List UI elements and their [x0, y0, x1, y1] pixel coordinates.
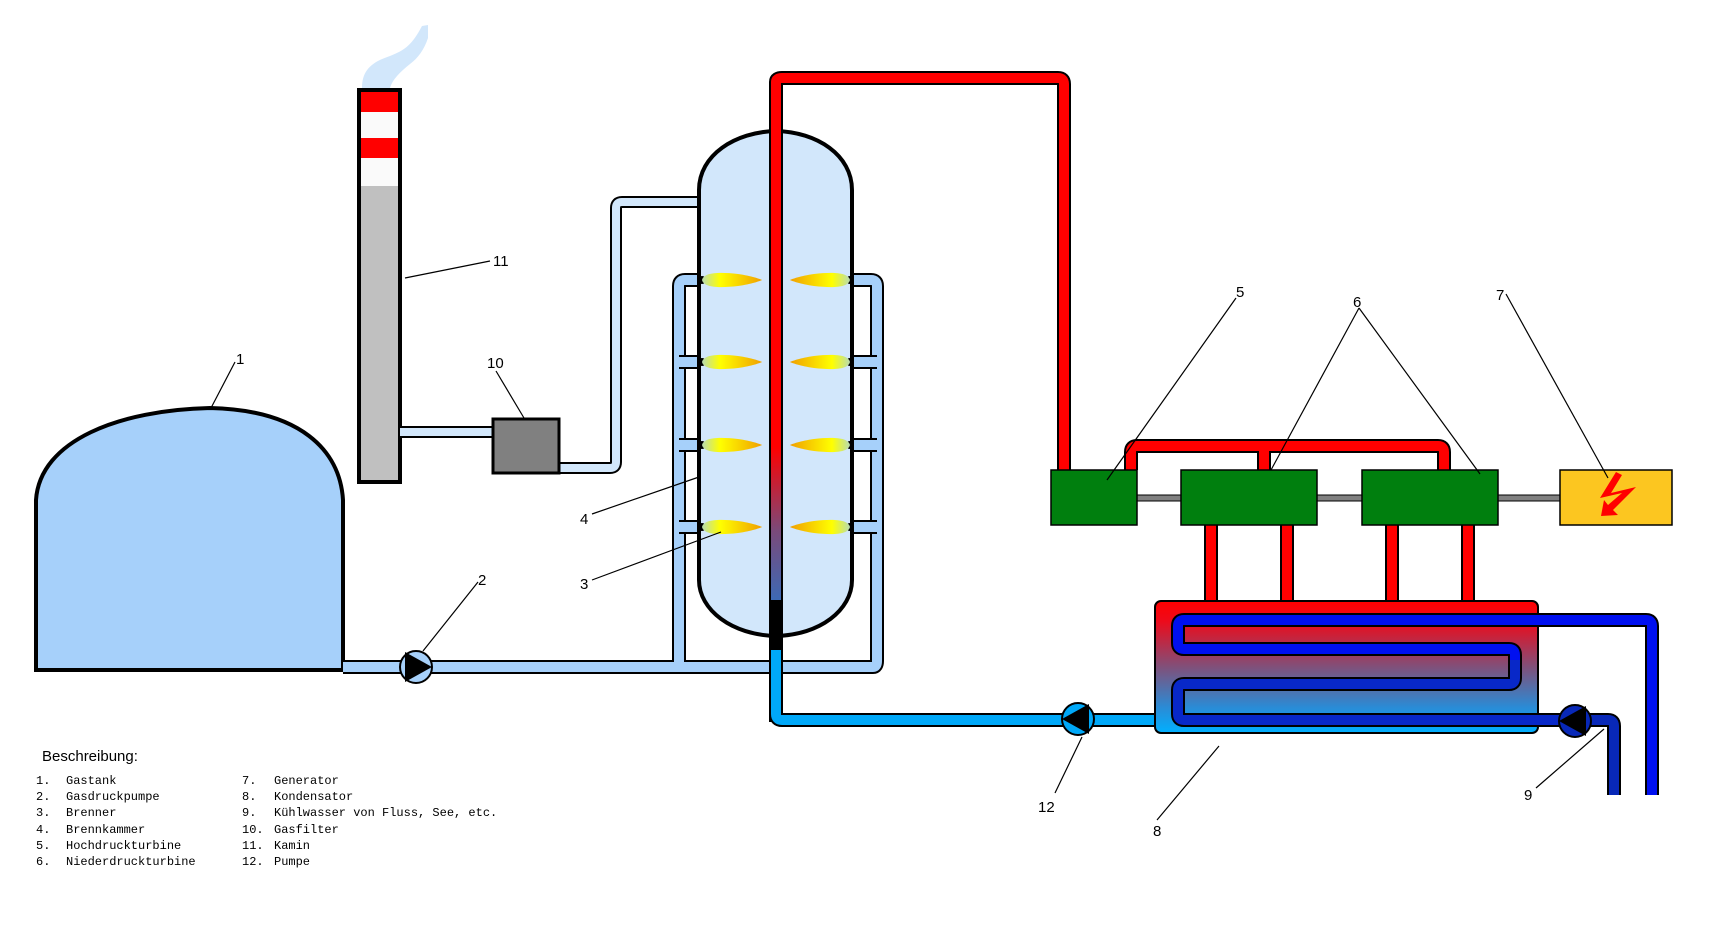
legend-item-label: Kühlwasser von Fluss, See, etc.	[274, 806, 498, 821]
gas-feed-pipe	[343, 273, 884, 674]
legend-item-label: Brenner	[66, 806, 117, 821]
legend-item-number: 2.	[36, 790, 51, 805]
callout-2: 2	[478, 572, 486, 589]
legend-item-label: Gasfilter	[274, 822, 339, 837]
pump-triangle-icon	[1062, 704, 1089, 734]
legend-item-number: 11.	[242, 838, 264, 853]
generator	[1559, 469, 1673, 526]
legend-item-label: Gasdruckpumpe	[66, 790, 160, 805]
legend-item-number: 4.	[36, 822, 51, 837]
flame-icon	[790, 272, 850, 288]
flame-icon	[702, 272, 762, 288]
gas-pressure-pump	[399, 650, 433, 684]
pump-triangle-icon	[1559, 706, 1586, 736]
flame-icon	[790, 354, 850, 370]
legend-item: 8. Kondensator	[242, 789, 497, 805]
callout-1: 1	[236, 351, 244, 368]
gas-tank	[34, 405, 345, 672]
feedwater-pipe	[769, 600, 1160, 727]
callout-10: 10	[487, 355, 504, 372]
cooling-water-coil	[1171, 613, 1659, 795]
legend-item: 11. Kamin	[242, 838, 497, 854]
cooling-water-pump	[1558, 704, 1592, 738]
legend-item: 10. Gasfilter	[242, 822, 497, 838]
legend-item-label: Gastank	[66, 774, 117, 788]
legend-item-label: Niederdruckturbine	[66, 855, 196, 870]
legend-list: 1. Gastank 7. Generator 2. Gasdruckpumpe 8. Kon…	[36, 773, 497, 870]
gas-filter	[491, 417, 561, 475]
legend-item-number: 6.	[36, 855, 51, 870]
legend-item: 12. Pumpe	[242, 854, 497, 870]
lp-steam-pipe	[1124, 439, 1451, 472]
feedwater-pump	[1061, 702, 1095, 736]
legend-item: 2. Gasdruckpumpe	[36, 789, 242, 805]
pump-triangle-icon	[405, 652, 432, 682]
legend-item-number: 12.	[242, 855, 264, 870]
callout-8: 8	[1153, 823, 1161, 840]
legend-item: 1. Gastank	[36, 773, 242, 789]
legend-item-label: Generator	[274, 774, 339, 788]
burners	[698, 272, 854, 535]
flame-icon	[702, 354, 762, 370]
legend-item-number: 3.	[36, 806, 51, 821]
legend-item-number: 1.	[36, 774, 51, 788]
legend-item-label: Kondensator	[274, 790, 354, 805]
chimney	[357, 88, 402, 484]
legend-item-label: Brennkammer	[66, 822, 146, 837]
low-pressure-turbine-1	[1180, 469, 1318, 526]
callout-6: 6	[1353, 294, 1361, 311]
steam-pipe	[769, 71, 1071, 722]
legend-title: Beschreibung:	[42, 748, 138, 765]
flame-icon	[702, 519, 762, 535]
flame-icon	[702, 437, 762, 453]
legend-item-number: 9.	[242, 806, 257, 821]
callout-11: 11	[493, 253, 509, 270]
callout-3: 3	[580, 576, 588, 593]
exhaust-pipe	[400, 196, 700, 474]
lightning-bolt-icon	[1600, 472, 1636, 516]
high-pressure-turbine	[1050, 469, 1138, 526]
condenser	[1154, 600, 1539, 734]
legend-item: 6. Niederdruckturbine	[36, 854, 242, 870]
exhaust-steam-pipes	[1204, 524, 1475, 606]
legend-item: 7. Generator	[242, 773, 497, 789]
callout-lines	[210, 260, 1609, 821]
callout-7: 7	[1496, 287, 1504, 304]
legend-item: 4. Brennkammer	[36, 822, 242, 838]
flame-icon	[790, 437, 850, 453]
legend-item-number: 8.	[242, 790, 257, 805]
smoke-plume-icon	[362, 25, 428, 88]
legend-item-label: Kamin	[274, 838, 311, 853]
flame-icon	[790, 519, 850, 535]
legend-item-number: 10.	[242, 822, 264, 837]
legend-item-label: Hochdruckturbine	[66, 838, 182, 853]
legend: Beschreibung: 1. Gastank 7. Generator 2. Gasd…	[36, 748, 497, 870]
legend-item-label: Pumpe	[274, 855, 311, 870]
legend-item: 5. Hochdruckturbine	[36, 838, 242, 854]
legend-item: 3. Brenner	[36, 805, 242, 821]
legend-item-number: 7.	[242, 774, 257, 788]
callout-labels: 1 2 3 4 5 6 7 8 9 10 11 12	[236, 253, 1532, 840]
legend-item: 9. Kühlwasser von Fluss, See, etc.	[242, 805, 497, 821]
callout-12: 12	[1038, 799, 1055, 816]
low-pressure-turbine-2	[1361, 469, 1499, 526]
callout-9: 9	[1524, 787, 1532, 804]
legend-item-number: 5.	[36, 838, 51, 853]
callout-5: 5	[1236, 284, 1244, 301]
callout-4: 4	[580, 511, 588, 528]
